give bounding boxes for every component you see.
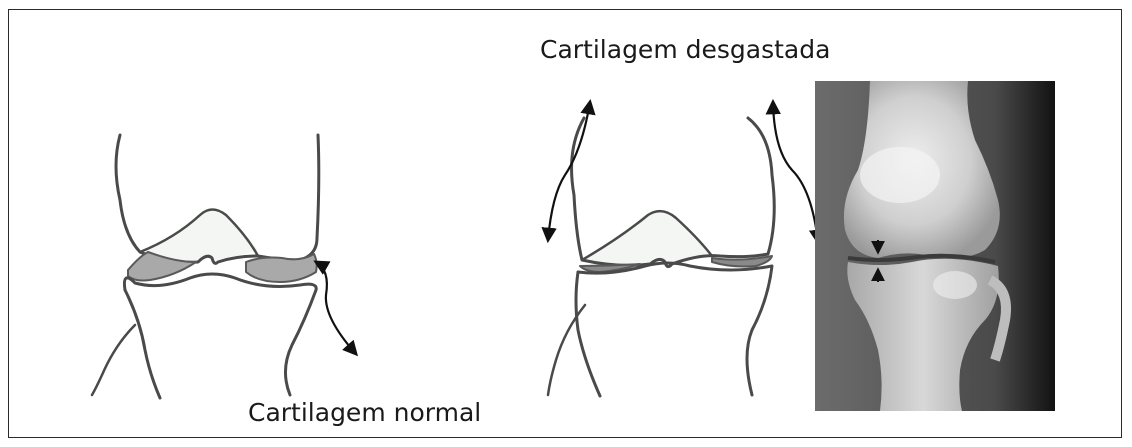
worn-knee-drawing: [548, 118, 774, 396]
normal-knee-drawing: [92, 135, 319, 398]
worn-tibia: [578, 263, 772, 395]
knee-xray: [815, 81, 1055, 411]
normal-tibia-left: [125, 290, 160, 398]
worn-right-arrow: [773, 102, 818, 242]
worn-left-arrow: [548, 102, 590, 240]
worn-fibula: [548, 305, 585, 395]
normal-fibula: [92, 325, 135, 395]
normal-cartilage-right: [246, 254, 317, 282]
worn-tibia-left: [576, 272, 600, 396]
normal-cartilage-arrow: [316, 262, 356, 354]
